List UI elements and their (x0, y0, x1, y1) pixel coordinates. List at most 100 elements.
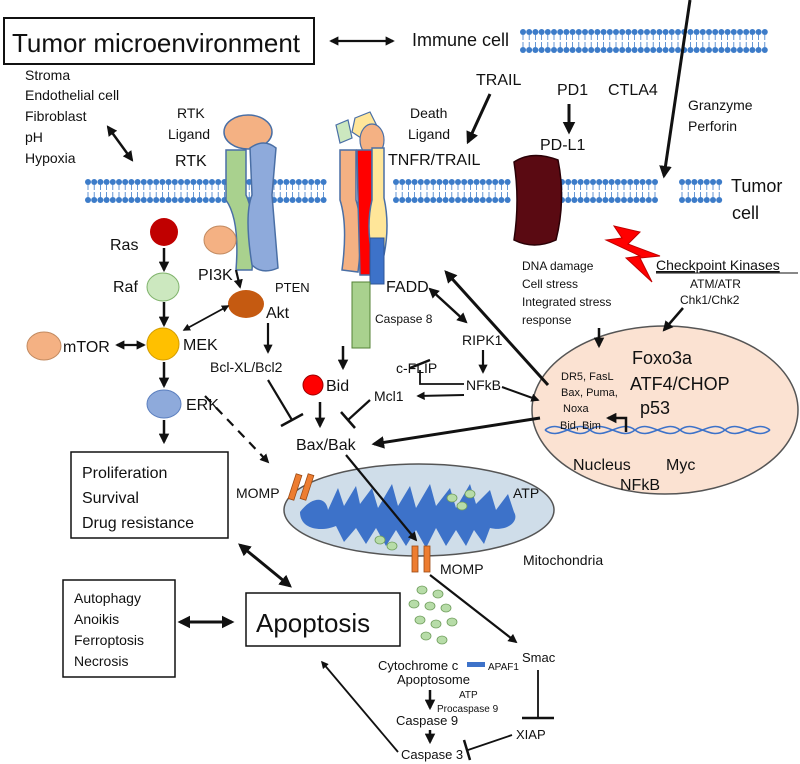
raf-label: Raf (113, 279, 138, 296)
cytochrome-c-dot (456, 501, 468, 511)
bid-node (302, 374, 324, 396)
mtor-label: mTOR (63, 339, 110, 356)
caspase3-label: Caspase 3 (401, 747, 463, 762)
cytochrome-c-label: Cytochrome c (378, 658, 459, 673)
cytochrome-c-dot (424, 601, 436, 611)
dna-strand-2 (544, 425, 771, 435)
transcription-arrow (605, 412, 628, 432)
mek-node (146, 327, 180, 361)
mek-label: MEK (183, 337, 218, 354)
momp-channel (423, 545, 431, 573)
bcl-inhibit (267, 379, 293, 421)
stress-list: DNA damage Cell stress Integrated stress… (522, 259, 611, 327)
nfkb-mcl1-arrow (416, 391, 465, 401)
survival-label: Survival (82, 490, 139, 507)
pi3k-akt-arrow (233, 269, 243, 289)
nucleus-nfkb-label: NFkB (620, 477, 660, 494)
fadd-ripk1-arrow (428, 287, 468, 324)
tumor-membrane-left (85, 179, 327, 203)
erk-node (146, 389, 182, 419)
tumor-cell-label-2: cell (732, 203, 759, 223)
cytochrome-c-dot (446, 493, 458, 503)
mcl1-inhibit-bar (340, 411, 356, 429)
target-gene: Bid, Bim (560, 420, 601, 432)
lightning-icon (604, 225, 661, 283)
tme-stroma-arrow (106, 125, 134, 162)
tumor-cell-label-1: Tumor (731, 176, 782, 196)
mitochondria-cristae (300, 484, 516, 548)
target-gene: DR5, FasL (561, 371, 614, 383)
procaspase9-label: Procaspase 9 (437, 704, 499, 715)
checkpoint-nucleus-arrow (662, 307, 684, 332)
pi3k-node (203, 225, 237, 255)
perforin-label: Perforin (688, 118, 737, 134)
fadd-label: FADD (386, 279, 429, 296)
rtk-chain-green (225, 149, 254, 271)
tme-factor: Fibroblast (25, 108, 87, 124)
other-death-item: Ferroptosis (74, 632, 144, 648)
immune-cell-membrane (520, 29, 768, 53)
other-death-box (62, 579, 176, 678)
rtk-ligand (223, 114, 273, 150)
baxbak-momp-arrow (345, 454, 418, 542)
tumor-membrane-right-a (559, 179, 658, 203)
pdl1-protein (513, 154, 563, 246)
proliferation-label: Proliferation (82, 465, 167, 482)
cytochrome-c-dot (440, 603, 452, 613)
mcl1-inhibit (347, 399, 371, 421)
pd1-label: PD1 (557, 82, 588, 99)
nfkb-label: NFkB (466, 377, 501, 393)
xiap-caspase3-inhibit (467, 734, 513, 751)
nucleus: Foxo3a ATF4/CHOP p53 DR5, FasL Bax, Puma… (531, 325, 799, 495)
death-receptor (335, 111, 388, 349)
cytochrome-c-dot (446, 617, 458, 627)
tme-factor-list: Stroma Endothelial cell Fibroblast pH Hy… (25, 67, 119, 166)
mitochondria-atp-label: ATP (513, 485, 539, 501)
akt-mek-arrow (182, 305, 230, 331)
baxbak-label: Bax/Bak (296, 437, 357, 454)
cell-membranes (85, 29, 768, 203)
tnfr-trail-label: TNFR/TRAIL (388, 152, 481, 169)
apoptosome-label: Apoptosome (397, 672, 470, 687)
death-ligand-label-2: Ligand (408, 126, 450, 142)
momp-smac-arrow (429, 574, 518, 644)
cytochrome-c-dot (420, 631, 432, 641)
mito-apoptosis-arrow (238, 543, 292, 588)
tumor-microenvironment-title: Tumor microenvironment (12, 28, 301, 58)
caspase8-domain (351, 281, 371, 349)
cytochrome-c-dot (430, 619, 442, 629)
momp-channel (287, 473, 303, 501)
tme-factor: Hypoxia (25, 150, 76, 166)
drug-resistance-label: Drug resistance (82, 515, 194, 532)
checkpoint-title: Checkpoint Kinases (656, 257, 780, 273)
granzyme-arrow (659, 0, 692, 179)
nucleus-fadd-arrow (444, 270, 550, 387)
foxo3a-label: Foxo3a (632, 348, 693, 368)
cytochrome-c-dot (414, 615, 426, 625)
myc-label: Myc (666, 457, 695, 474)
trail-label: TRAIL (476, 72, 521, 89)
cytochrome-c-particles (374, 489, 476, 645)
tumor-microenvironment-box (3, 17, 315, 65)
bcl-inhibit-bar (280, 412, 304, 428)
tme-factor: pH (25, 129, 43, 145)
checkpoint-line2: Chk1/Chk2 (680, 293, 740, 307)
mitochondria-label: Mitochondria (523, 552, 603, 568)
xiap-caspase3-inhibit-bar (462, 739, 472, 761)
cytochrome-c-dot (432, 589, 444, 599)
ctla4-label: CTLA4 (608, 82, 658, 99)
pdl1-label: PD-L1 (540, 137, 585, 154)
cytochrome-c-dot (464, 489, 476, 499)
nucleus-baxbak-arrow (371, 416, 541, 449)
apaf1-label: APAF1 (488, 662, 519, 673)
bcl-label: Bcl-XL/Bcl2 (210, 359, 283, 375)
other-death-item: Necrosis (74, 653, 128, 669)
mtor-node (26, 331, 62, 361)
checkpoint-line1: ATM/ATR (690, 277, 741, 291)
tme-factor: Endothelial cell (25, 87, 119, 103)
atf4-chop-label: ATF4/CHOP (630, 374, 730, 394)
apoptosis-box (245, 592, 401, 647)
momp-label: MOMP (236, 485, 280, 501)
mitochondria: ATP Mitochondria MOMP MOMP (236, 463, 603, 577)
